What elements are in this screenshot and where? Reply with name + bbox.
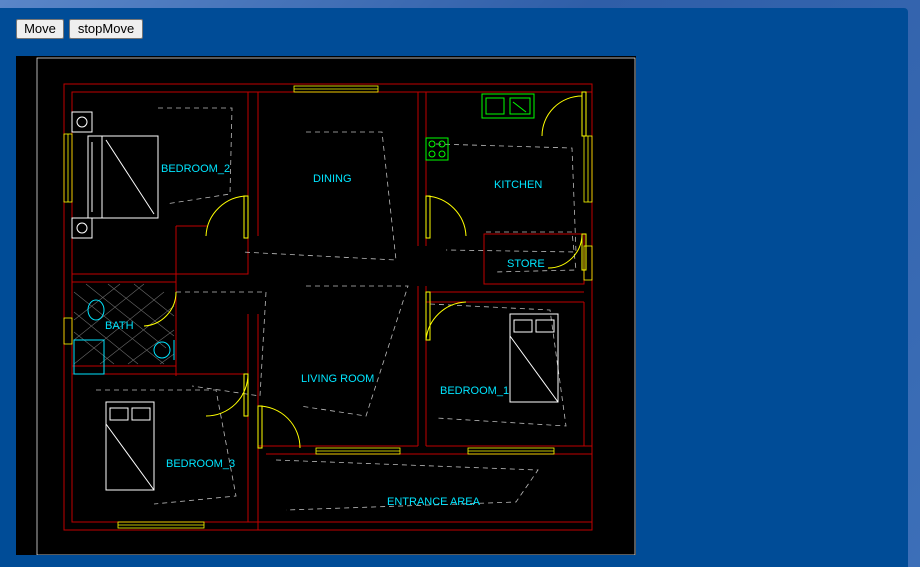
drawing-frame xyxy=(36,57,636,555)
room-label-entrance: ENTRANCE AREA xyxy=(387,496,481,508)
double-bed-icon xyxy=(87,135,159,219)
walls xyxy=(63,83,593,531)
room-label-bedroom2: BEDROOM_2 xyxy=(161,163,230,175)
single-bed-icon xyxy=(509,313,559,403)
bath-tiles xyxy=(73,283,175,365)
stove-icon xyxy=(425,137,449,161)
toilet-icon xyxy=(87,299,105,321)
nightstand-icon xyxy=(71,111,93,133)
nightstand-icon xyxy=(71,217,93,239)
room-label-bath: BATH xyxy=(105,320,134,332)
room-label-dining: DINING xyxy=(313,173,352,185)
room-label-store: STORE xyxy=(507,258,545,270)
room-label-bedroom3: BEDROOM_3 xyxy=(166,458,235,470)
bath-fixtures xyxy=(73,299,175,375)
floor-plan-canvas[interactable]: BEDROOM_2 DINING KITCHEN STORE BATH LIVI… xyxy=(16,56,636,555)
room-label-living: LIVING ROOM xyxy=(301,373,374,385)
windows xyxy=(63,85,593,529)
furniture xyxy=(71,111,559,491)
room-label-kitchen: KITCHEN xyxy=(494,179,542,191)
single-bed-icon xyxy=(105,401,155,491)
dashed-outlines xyxy=(96,107,577,511)
move-button[interactable]: Move xyxy=(16,19,64,39)
floor-plan-drawing: BEDROOM_2 DINING KITCHEN STORE BATH LIVI… xyxy=(36,57,636,555)
stop-move-button[interactable]: stopMove xyxy=(69,19,143,39)
app-panel: Move stopMove xyxy=(0,8,908,567)
kitchen-sink-icon xyxy=(481,93,535,119)
wash-basin-icon xyxy=(153,341,171,359)
room-label-bedroom1: BEDROOM_1 xyxy=(440,385,509,397)
shower-tray-icon xyxy=(73,339,105,375)
doors xyxy=(143,91,587,449)
